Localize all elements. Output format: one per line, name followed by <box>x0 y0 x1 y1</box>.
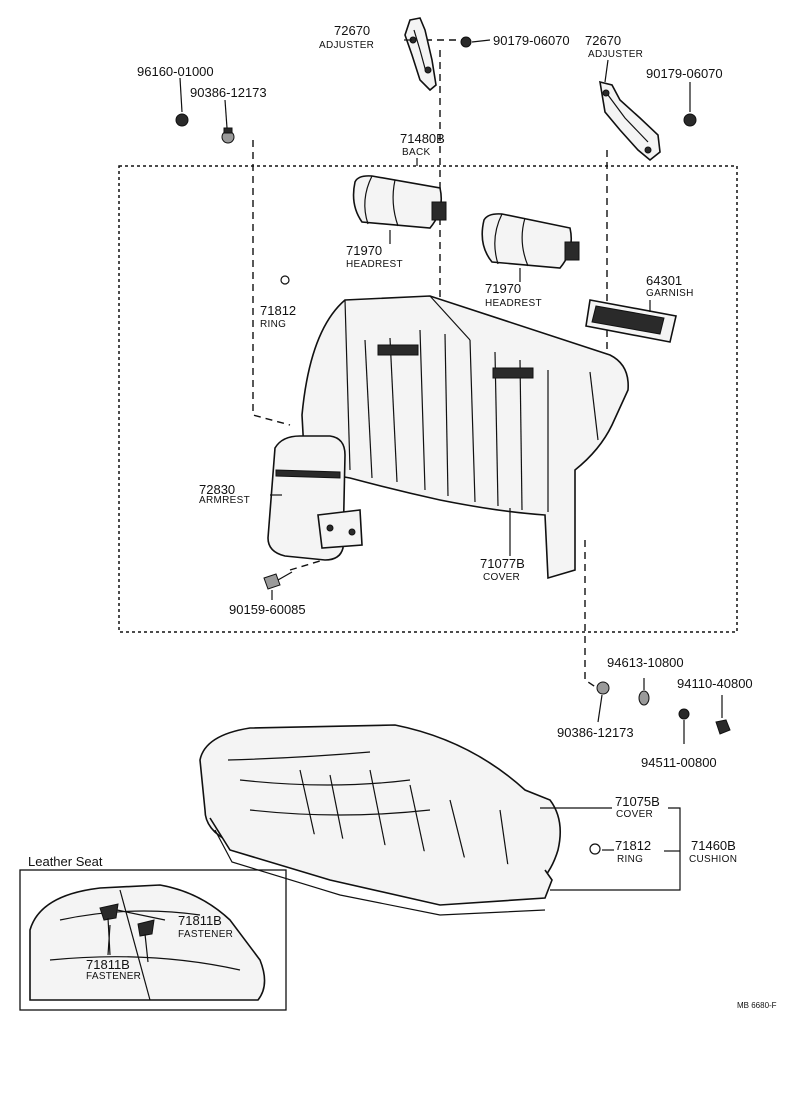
label-fastener-a-pn: 71811B <box>178 913 222 928</box>
label-drawing-code: MB 6680-F <box>737 1001 777 1010</box>
label-armrest-nm: ARMREST <box>199 495 250 506</box>
label-nut-top-pn: 90179-06070 <box>493 33 570 48</box>
leather-seat-inset-frame <box>19 869 287 1011</box>
seat-cushion-part <box>199 724 561 916</box>
label-headrest-right-nm: HEADREST <box>485 298 542 309</box>
label-garnish-pn: 64301 <box>646 273 682 288</box>
label-ring-back-pn: 71812 <box>260 303 296 318</box>
seat-back-group-frame <box>118 165 738 633</box>
label-headrest-left-nm: HEADREST <box>346 259 403 270</box>
bolt-left-part <box>221 127 235 144</box>
part-labels: 72670 ADJUSTER 90179-06070 72670 ADJUSTE… <box>28 23 777 1010</box>
leather-seat-inset-drawing <box>29 884 266 1001</box>
nut-top-part <box>460 36 472 48</box>
label-headrest-right-pn: 71970 <box>485 281 521 296</box>
label-fastener-b-pn: 71811B <box>86 957 130 972</box>
ring-back-part <box>280 275 290 285</box>
ring-cushion-part <box>589 843 601 855</box>
label-ring-cushion-pn: 71812 <box>615 838 651 853</box>
label-armrest-pn: 72830 <box>199 482 235 497</box>
label-leaders <box>107 39 723 956</box>
washer-spring-part <box>678 708 690 720</box>
label-adjuster-left-nm: ADJUSTER <box>319 40 374 51</box>
garnish-part <box>585 299 677 343</box>
label-bolt-left-pn: 90386-12173 <box>190 85 267 100</box>
label-cushion-nm: CUSHION <box>689 854 737 865</box>
assembly-lines <box>252 39 608 691</box>
label-ring-back-nm: RING <box>260 319 286 330</box>
label-cover-cushion-nm: COVER <box>616 809 653 820</box>
headrest-left-part <box>352 175 447 229</box>
label-nut-right-pn: 90179-06070 <box>646 66 723 81</box>
nut-right-part <box>683 113 697 127</box>
label-adjuster-left-pn: 72670 <box>334 23 370 38</box>
label-ring-cushion-nm: RING <box>617 854 643 865</box>
label-washer-pn: 94613-10800 <box>607 655 684 670</box>
label-headrest-left-pn: 71970 <box>346 243 382 258</box>
label-back-pn: 71480B <box>400 131 445 146</box>
bolt-cushion-part <box>596 681 610 695</box>
nut-left-part <box>175 113 189 127</box>
seat-back-part <box>301 295 629 580</box>
label-back-nm: BACK <box>402 147 430 158</box>
adjuster-right-part <box>599 80 661 162</box>
adjuster-left-part <box>404 17 437 92</box>
label-cover-cushion-pn: 71075B <box>615 794 660 809</box>
label-cover-back-nm: COVER <box>483 572 520 583</box>
label-fastener-b-nm: FASTENER <box>86 971 141 982</box>
label-adjuster-right-pn: 72670 <box>585 33 621 48</box>
label-bolt-cushion-pn: 90386-12173 <box>557 725 634 740</box>
label-garnish-nm: GARNISH <box>646 288 694 299</box>
label-fastener-a-nm: FASTENER <box>178 929 233 940</box>
nut-cushion-part <box>715 719 731 735</box>
bolt-armrest-part <box>263 571 293 590</box>
label-nut-left-pn: 96160-01000 <box>137 64 214 79</box>
label-washer-spring-pn: 94511-00800 <box>641 755 717 770</box>
label-inset-title: Leather Seat <box>28 854 103 869</box>
label-cushion-pn: 71460B <box>691 838 736 853</box>
headrest-right-part <box>481 213 580 269</box>
washer-part <box>638 690 650 706</box>
label-bolt-armrest-pn: 90159-60085 <box>229 602 306 617</box>
label-nut-cushion-pn: 94110-40800 <box>677 676 753 691</box>
label-adjuster-right-nm: ADJUSTER <box>588 49 643 60</box>
armrest-part <box>267 435 363 561</box>
label-cover-back-pn: 71077B <box>480 556 525 571</box>
